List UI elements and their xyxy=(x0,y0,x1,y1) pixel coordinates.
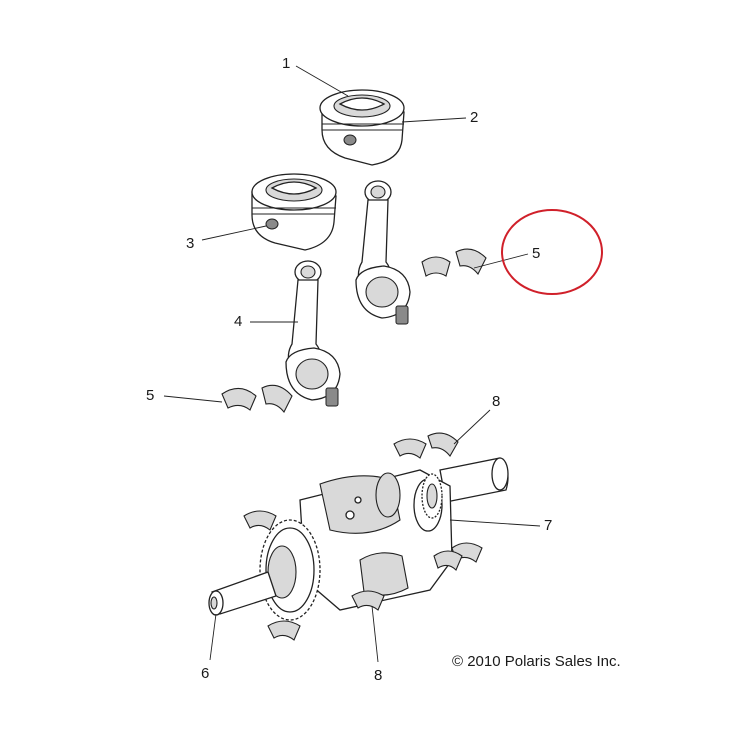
tone-wheel[interactable] xyxy=(421,473,443,519)
rod-bearing-lower-pair[interactable] xyxy=(221,384,293,414)
callout-2: 2 xyxy=(470,109,478,126)
piston-upper[interactable] xyxy=(319,89,405,166)
callout-4: 4 xyxy=(234,313,242,330)
callout-7: 7 xyxy=(544,517,552,534)
main-bearing-lower-set[interactable] xyxy=(243,510,483,641)
crankshaft[interactable] xyxy=(299,457,509,611)
main-bearing-upper-set[interactable] xyxy=(393,432,459,459)
leader-lines xyxy=(163,65,541,663)
rod-bearing-upper-pair[interactable] xyxy=(421,248,487,277)
crank-gear[interactable] xyxy=(208,519,321,621)
callout-5-lower: 5 xyxy=(146,387,154,404)
piston-lower[interactable] xyxy=(251,173,337,251)
callout-1: 1 xyxy=(282,55,290,72)
connecting-rod-lower[interactable] xyxy=(285,260,341,407)
copyright-notice: © 2010 Polaris Sales Inc. xyxy=(452,653,621,670)
callout-6: 6 xyxy=(201,665,209,682)
callout-5-upper: 5 xyxy=(532,245,540,262)
callout-3: 3 xyxy=(186,235,194,252)
highlight-circle xyxy=(501,209,603,295)
callout-8-lower: 8 xyxy=(374,667,382,684)
callout-8-upper: 8 xyxy=(492,393,500,410)
connecting-rod-upper[interactable] xyxy=(355,180,411,325)
